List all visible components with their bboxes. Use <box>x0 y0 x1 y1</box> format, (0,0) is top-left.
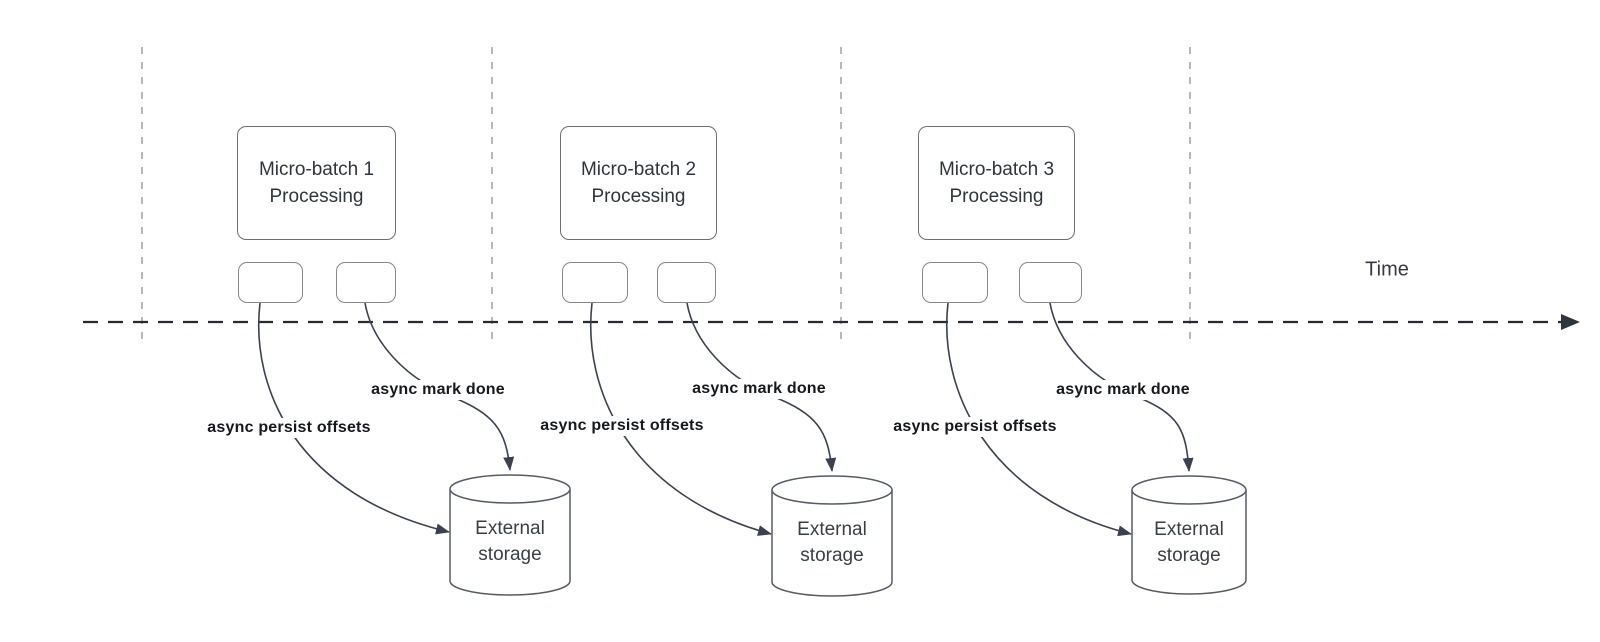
mark-done-label-3: async mark done <box>1053 380 1193 400</box>
persist-offsets-task-box-2 <box>562 262 628 303</box>
mark-done-task-box-3 <box>1019 262 1082 303</box>
persist-offsets-label-1: async persist offsets <box>204 418 374 438</box>
external-storage-label-3-line1: External <box>1154 519 1224 540</box>
micro-batch-1-title-line1: Micro-batch 1 <box>258 159 375 180</box>
external-storage-label-2-line1: External <box>797 519 867 540</box>
micro-batch-2-processing-box: Micro-batch 2 Processing <box>560 126 717 240</box>
micro-batch-2-title-line1: Micro-batch 2 <box>580 159 697 180</box>
external-storage-label-2: External storage <box>797 517 867 569</box>
timeline-arrowhead-icon <box>1561 314 1580 330</box>
persist-offsets-label-3: async persist offsets <box>890 417 1060 437</box>
external-storage-label-3-line2: storage <box>1157 545 1221 566</box>
micro-batch-3-title-line2: Processing <box>949 186 1044 207</box>
external-storage-label-2-line2: storage <box>800 545 864 566</box>
micro-batch-1-title-line2: Processing <box>269 186 364 207</box>
persist-offsets-arrow-3 <box>946 302 1132 537</box>
micro-batch-3-title-line1: Micro-batch 3 <box>938 159 1055 180</box>
persist-offsets-task-box-1 <box>238 262 303 303</box>
time-axis-label: Time <box>1365 258 1409 281</box>
micro-batch-3-processing-box: Micro-batch 3 Processing <box>918 126 1075 240</box>
external-storage-label-3: External storage <box>1154 517 1224 569</box>
mark-done-task-box-1 <box>336 262 396 303</box>
mark-done-label-1: async mark done <box>368 380 508 400</box>
micro-batch-2-title-line2: Processing <box>591 186 686 207</box>
persist-offsets-task-box-3 <box>922 262 988 303</box>
micro-batch-1-processing-box: Micro-batch 1 Processing <box>237 126 396 240</box>
external-storage-cylinder-1 <box>449 474 571 596</box>
external-storage-label-1: External storage <box>475 516 545 568</box>
mark-done-label-2: async mark done <box>689 379 829 399</box>
mark-done-task-box-2 <box>657 262 716 303</box>
external-storage-label-1-line1: External <box>475 518 545 539</box>
persist-offsets-arrow-2 <box>590 302 772 536</box>
persist-offsets-label-2: async persist offsets <box>537 416 707 436</box>
external-storage-cylinder-2 <box>771 475 893 597</box>
external-storage-label-1-line2: storage <box>478 544 542 565</box>
external-storage-cylinder-3 <box>1131 475 1247 595</box>
